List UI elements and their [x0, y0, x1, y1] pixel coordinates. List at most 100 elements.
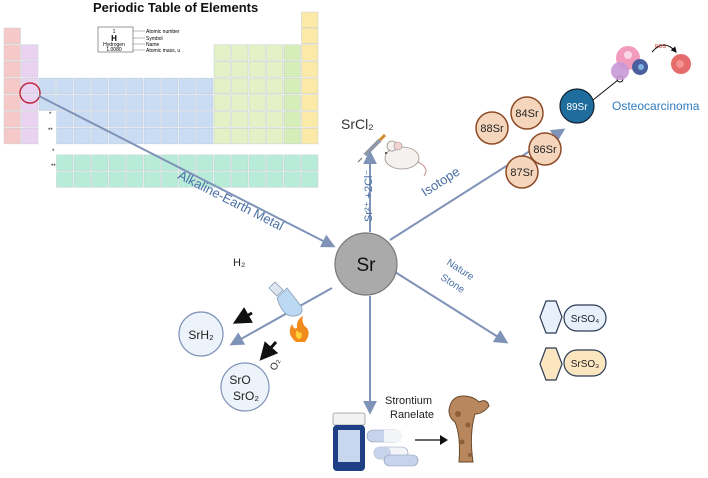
pt-series-cell [108, 154, 126, 171]
pt-cell [161, 127, 179, 145]
pt-cell [21, 61, 39, 78]
pt-series-cell [56, 154, 74, 171]
pt-cell [266, 77, 284, 94]
pt-cell [91, 77, 109, 94]
pt-cell [283, 44, 301, 61]
pt-cell [161, 94, 179, 111]
pt-series-cell [213, 171, 231, 188]
pt-cell [3, 27, 21, 44]
legend-number: 1 [113, 29, 116, 35]
pt-series-cell [213, 154, 231, 171]
pt-cell [301, 11, 319, 28]
pt-cell [126, 111, 144, 128]
pt-series-cell [231, 171, 249, 188]
pt-cell [21, 111, 39, 128]
pt-cell [213, 111, 231, 128]
pt-cell [196, 111, 214, 128]
pt-series-cell [301, 154, 319, 171]
label-sro2: SrO₂ [233, 389, 259, 403]
pt-cell [213, 44, 231, 61]
label-srh2: SrH₂ [188, 328, 214, 342]
pt-series-cell [161, 171, 179, 188]
pt-cell [143, 77, 161, 94]
pt-cell [231, 94, 249, 111]
pt-cell [56, 111, 74, 128]
pt-series-cell [91, 171, 109, 188]
pt-cell [301, 61, 319, 78]
label-srcl2: SrCl₂ [341, 116, 374, 132]
srh2-circle [178, 311, 224, 357]
fire-icon [289, 316, 309, 342]
label-o2: O₂ [268, 357, 282, 372]
pt-cell [178, 94, 196, 111]
isotope-86sr [528, 132, 562, 166]
pt-series-cell [56, 171, 74, 188]
pt-cell [21, 127, 39, 145]
arrow-to-sro [259, 341, 279, 361]
pt-series-cell [126, 154, 144, 171]
syringe-icon [357, 133, 387, 163]
pt-cell [196, 127, 214, 145]
pt-cell [143, 127, 161, 145]
pt-cell [108, 77, 126, 94]
periodic-table-title: Periodic Table of Elements [93, 0, 259, 15]
pt-cell [248, 94, 266, 111]
period-marker-2: ** [48, 128, 53, 134]
legend-key-name: Name [146, 42, 160, 48]
pt-cell [91, 94, 109, 111]
pt-cell [108, 111, 126, 128]
pt-cell [73, 127, 91, 145]
medicine-bottle-icon [332, 412, 366, 471]
pt-series-cell [283, 154, 301, 171]
pt-cell [301, 27, 319, 44]
ros-label: ROS [655, 44, 667, 50]
capsule-icons [366, 429, 419, 467]
pt-cell [301, 94, 319, 111]
pt-cell [266, 111, 284, 128]
legend-key-symbol: Symbol [146, 36, 163, 42]
periodic-table-legend: 1 H Hydrogen 1.0080 Atomic number Symbol… [97, 26, 180, 54]
pt-cell [56, 77, 74, 94]
arrow-nature-stone [394, 271, 509, 344]
pt-series-cell [301, 171, 319, 188]
sr-center-label: Sr [357, 255, 377, 276]
pt-cell [21, 44, 39, 61]
pt-cell [248, 61, 266, 78]
isotope-87sr [505, 155, 539, 189]
isotope-88sr-label: 88Sr [480, 123, 504, 135]
pt-series-cell [248, 171, 266, 188]
pt-cell [143, 94, 161, 111]
pt-cell [3, 77, 21, 94]
pt-series-cell [196, 154, 214, 171]
pt-cell [126, 94, 144, 111]
pt-series-cell [108, 171, 126, 188]
sr89-connector [592, 79, 619, 101]
pt-cell [231, 111, 249, 128]
isotope-group: 88Sr 84Sr 86Sr 87Sr [475, 96, 562, 189]
pt-cell [3, 44, 21, 61]
pt-cell [266, 44, 284, 61]
pt-cell [73, 77, 91, 94]
label-srso3: SrSO₃ [571, 359, 600, 370]
label-h2: H₂ [233, 257, 245, 269]
series-marker-2: ** [51, 164, 56, 170]
pt-cell [301, 44, 319, 61]
pt-cell [56, 127, 74, 145]
cancer-cells-icon: ROS [611, 44, 691, 80]
pt-cell [3, 127, 21, 145]
mouse-icon [384, 140, 427, 177]
legend-mass: 1.0080 [106, 47, 122, 53]
isotope-84sr-label: 84Sr [515, 108, 539, 120]
arrow-srh2 [229, 287, 333, 346]
pt-cell [248, 77, 266, 94]
pt-cell [248, 44, 266, 61]
pt-cell [231, 127, 249, 145]
legend-key-number: Atomic number [146, 29, 180, 35]
pt-cell [231, 44, 249, 61]
period-marker-1: * [49, 112, 52, 118]
pill-srso4 [563, 304, 607, 332]
pt-cell [248, 111, 266, 128]
arrows [38, 95, 566, 415]
pt-cell [73, 111, 91, 128]
